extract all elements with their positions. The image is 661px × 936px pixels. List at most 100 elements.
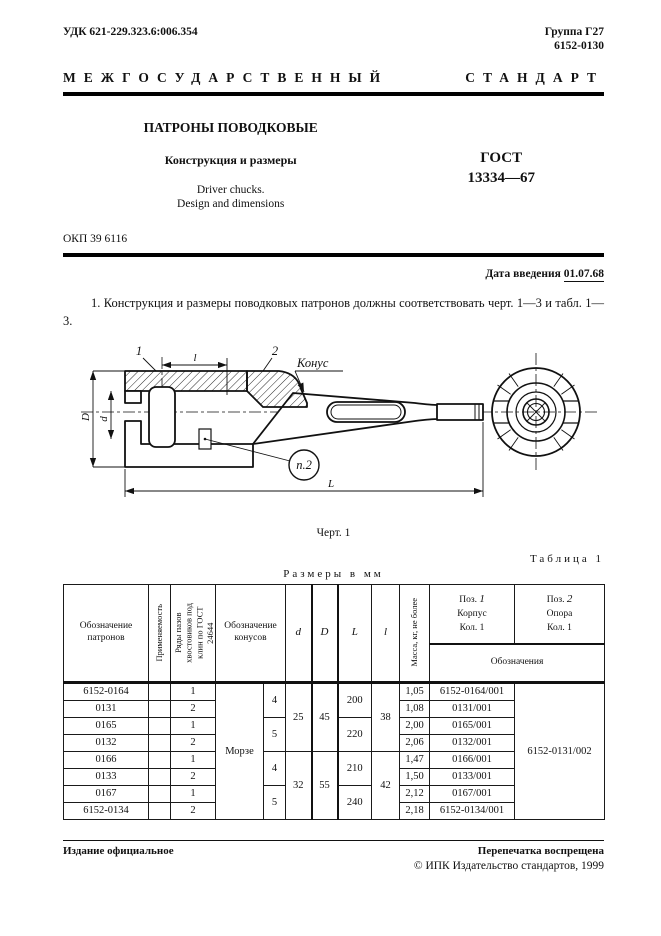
table-row: 6152-0134 2 2,18 6152-0134/001 — [63, 801, 605, 820]
detail-balloon — [288, 448, 320, 481]
col-header-D: D — [310, 583, 339, 684]
l-dimension-label: l — [193, 352, 196, 364]
footer-rule — [63, 839, 604, 841]
cell-designation: 0131 — [63, 699, 149, 718]
col-header-designations: Обозначения — [429, 643, 606, 684]
top-header: УДК 621-229.323.6:006.354 Группа Г27 615… — [63, 26, 604, 54]
col-header-pos1: Поз. 1 Корпус Кол. 1 — [429, 583, 516, 646]
cell-l: 38 — [371, 681, 401, 752]
date-label: Дата введения — [485, 268, 561, 281]
drawing-svg: п.2 1 2 l Конус D — [80, 344, 600, 497]
standard-word-1: МЕЖГОСУДАРСТВЕННЫЙ — [63, 69, 389, 85]
cell-designation: 0165 — [63, 716, 149, 735]
cell-applicability — [148, 801, 171, 820]
cell-mass: 1,08 — [399, 699, 431, 718]
copyright-line: © ИПК Издательство стандартов, 1999 — [413, 859, 604, 872]
endview-hatch-ticks — [497, 372, 575, 451]
endview-center-hole — [526, 402, 546, 421]
callout-1: 1 — [136, 345, 142, 358]
standard-word-2: СТАНДАРТ — [465, 69, 604, 85]
cell-cone-no: 4 — [262, 750, 287, 786]
gost-label: ГОСТ — [480, 149, 523, 166]
cell-d: 32 — [285, 750, 313, 820]
cell-D: 45 — [310, 681, 339, 752]
cell-applicability — [148, 750, 171, 769]
cone-label: Конус — [296, 356, 329, 370]
cell-groove-row: 2 — [170, 801, 216, 820]
cell-cone-no: 4 — [262, 681, 287, 718]
endview-ring-circle — [515, 390, 557, 433]
cell-mass: 2,06 — [399, 733, 431, 752]
cell-mass: 2,18 — [399, 801, 431, 820]
cell-body-designation: 0133/001 — [429, 767, 516, 786]
tang — [436, 402, 484, 421]
cell-cone-no: 5 — [262, 716, 287, 752]
cell-support-designation: 6152-0131/002 — [514, 681, 606, 820]
document-title: ПАТРОНЫ ПОВОДКОВЫЕ — [143, 119, 318, 135]
cell-groove-row: 2 — [170, 733, 216, 752]
cell-groove-row: 1 — [170, 784, 216, 803]
cell-groove-row: 1 — [170, 716, 216, 735]
standard-code: 6152-0130 — [554, 39, 604, 52]
table-row: 0166 1 4 32 55 210 42 1,47 0166/001 — [63, 750, 605, 820]
cell-body-designation: 0132/001 — [429, 733, 516, 752]
col-header-d: d — [285, 583, 313, 684]
standard-type-line: МЕЖГОСУДАРСТВЕННЫЙ СТАНДАРТ — [63, 70, 604, 86]
callout-2: 2 — [272, 345, 278, 358]
official-edition-label: Издание официальное — [63, 844, 174, 857]
cell-body-designation: 0165/001 — [429, 716, 516, 735]
cell-groove-row: 1 — [170, 681, 216, 701]
reprint-notice: Перепечатка воспрещена — [477, 844, 604, 857]
cell-designation: 0132 — [63, 733, 149, 752]
col-header-l: l — [371, 583, 401, 684]
separator-bar-mid — [63, 253, 604, 258]
cell-L: 210 — [336, 750, 373, 786]
title-block: ПАТРОНЫ ПОВОДКОВЫЕ Конструкция и размеры… — [63, 120, 604, 212]
title-english: Driver chucks. Design and dimensions — [63, 183, 398, 212]
col-header-cone: Обозначение конусов — [214, 583, 287, 684]
hub-section — [246, 369, 308, 408]
endview-boss-circle — [506, 381, 566, 442]
cell-designation: 0167 — [63, 784, 149, 803]
taper-slot — [326, 400, 406, 423]
table-row: 0131 2 1,08 0131/001 — [63, 699, 605, 718]
detail-leader — [204, 438, 291, 462]
introduction-date-line: Дата введения 01.07.68 — [63, 268, 604, 283]
callout-2-leader — [262, 357, 273, 371]
cell-body-designation: 0167/001 — [429, 784, 516, 803]
gost-designation: ГОСТ 13334—67 — [398, 148, 604, 212]
table-row: 6152-0164 1 Морзе 4 25 45 200 38 1,05 61… — [63, 681, 606, 820]
col-header-applicability: Применяемость — [148, 583, 171, 684]
cell-L: 220 — [336, 716, 373, 752]
fork-prong-top — [124, 389, 142, 404]
cell-applicability — [148, 699, 171, 718]
cell-L: 240 — [336, 784, 373, 820]
cell-applicability — [148, 681, 171, 701]
col-header-pos2: Поз. 2 Опора Кол. 1 — [514, 583, 606, 646]
table-caption: Таблица 1 — [529, 552, 604, 565]
taper-slot-inner — [330, 404, 402, 420]
cell-d: 25 — [285, 681, 313, 752]
cell-mass: 2,12 — [399, 784, 431, 803]
cell-l: 42 — [371, 750, 401, 820]
cell-designation: 0166 — [63, 750, 149, 769]
cell-applicability — [148, 784, 171, 803]
cell-designation: 6152-0134 — [63, 801, 149, 820]
table-row: 0132 2 2,06 0132/001 — [63, 733, 605, 752]
figure-caption: Черт. 1 — [316, 526, 351, 539]
cell-mass: 2,00 — [399, 716, 431, 735]
L-dimension-label: L — [327, 478, 334, 490]
technical-drawing: п.2 1 2 l Конус D — [63, 344, 604, 525]
callout-1-leader — [142, 357, 157, 371]
cell-body-designation: 0166/001 — [429, 750, 516, 769]
cell-cone-type: Морзе — [215, 681, 264, 820]
table-row: 0165 1 5 220 2,00 0165/001 — [63, 716, 605, 752]
okp-code: ОКП 39 6116 — [63, 233, 128, 246]
document-subtitle: Конструкция и размеры — [164, 152, 297, 167]
body-block — [124, 419, 254, 468]
flange-section — [124, 369, 248, 392]
cell-groove-row: 2 — [170, 767, 216, 786]
cone-arrow — [294, 370, 305, 392]
col-header-designation: Обозначение патронов — [63, 583, 149, 684]
